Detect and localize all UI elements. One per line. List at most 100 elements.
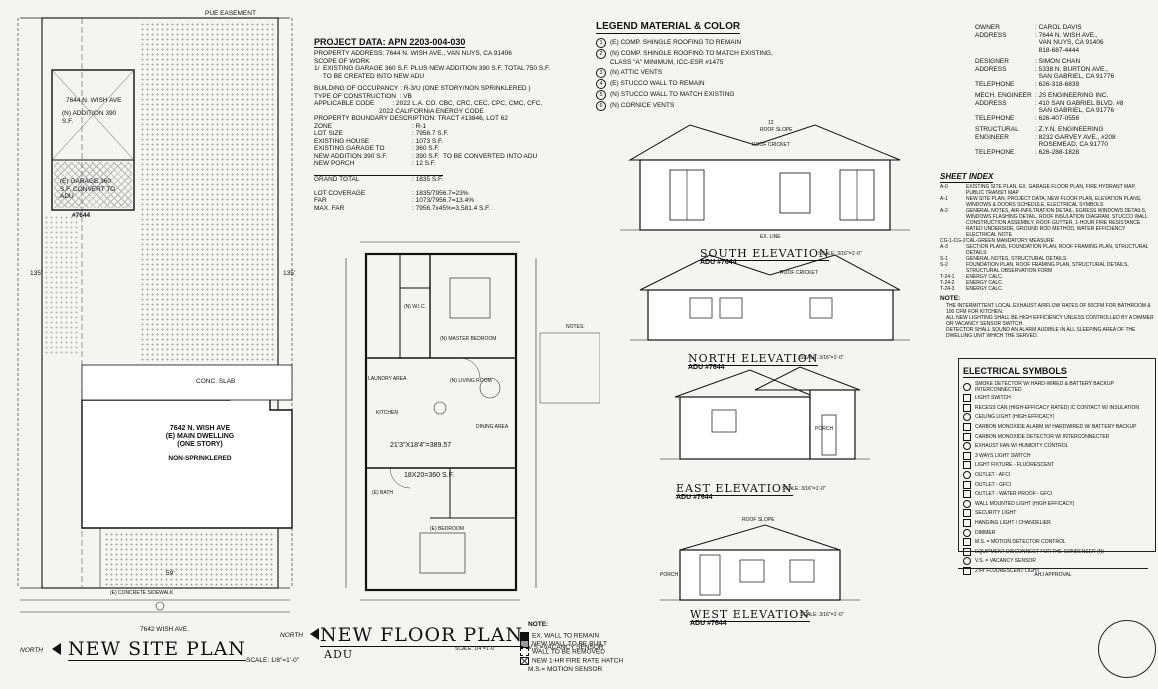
legend-text: CLASS "A" MINIMUM, ICC-ESR #1475 xyxy=(610,59,724,67)
coverage-label: FAR xyxy=(314,197,327,204)
west-elevation-scale: SCALE: 3/16"=1'-0" xyxy=(800,612,844,618)
approval-box: AHJ APPROVAL xyxy=(958,568,1148,649)
area-label: ZONE xyxy=(314,122,333,130)
electrical-label: M.S. = MOTION DETECTOR CONTROL xyxy=(975,539,1066,546)
dwelling-line-1: 7642 N. WISH AVE xyxy=(169,425,231,432)
electrical-item: OUTLET - AFCI xyxy=(963,470,1151,479)
legend-number: 3 xyxy=(596,67,606,78)
lawn-area-left xyxy=(44,215,80,355)
floor-dim-b: 18X20=360 S.F. xyxy=(404,472,455,479)
area-row: EXISTING GARAGE TO: 360 S.F. xyxy=(314,145,594,153)
contact-line: : 410 SAN GABRIEL BLVD. #8 xyxy=(1035,99,1124,107)
electrical-symbol-icon xyxy=(963,538,971,547)
contact-line: : SIMON CHAN xyxy=(1035,58,1081,65)
electrical-item: OUTLET - GFCI xyxy=(963,480,1151,489)
legend-number: 2 xyxy=(596,48,606,59)
electrical-symbol-icon xyxy=(963,518,971,527)
electrical-item: SMOKE DETECTOR W/ HARD-WIRED & BATTERY B… xyxy=(963,381,1151,393)
area-value: : 360 S.F. xyxy=(412,145,440,152)
contact-line: : 626-407-0556 xyxy=(1035,114,1080,122)
electrical-label: SECURITY LIGHT xyxy=(975,510,1017,517)
legend-number: 5 xyxy=(596,89,606,100)
contact-line: : Z.Y.N. ENGINEERING xyxy=(1035,126,1104,133)
electrical-label: 3 WAYS LIGHT SWITCH xyxy=(975,452,1031,459)
north-elevation-scale: SCALE: 3/16"=1'-0" xyxy=(800,355,844,361)
electrical-item: 3 WAYS LIGHT SWITCH xyxy=(963,451,1151,460)
electrical-symbol-icon xyxy=(963,442,971,451)
floor-plan: (N) MASTER BEDROOM (N) W.I.C. LAUNDRY AR… xyxy=(280,228,623,678)
contact-line: SAN GABRIEL, CA 91776 xyxy=(1035,107,1115,114)
project-line: SCOPE OF WORK xyxy=(314,57,370,65)
pue-easement: PUE EASEMENT xyxy=(205,10,256,17)
sidewalk-label: (E) CONCRETE SIDEWALK xyxy=(110,590,174,596)
sheet-note: ALL NEW LIGHTING SHALL BE HIGH EFFICIENC… xyxy=(946,314,1154,327)
contact-sub-text: ADDRESS xyxy=(975,99,1007,107)
sheet-description: CAL-GREEN MANDATORY MEASURE xyxy=(966,238,1054,244)
contact-role-text: TELEPHONE xyxy=(975,148,1015,156)
electrical-label: EQUIPMENT DISCONNECT FOR THE CONDENSER (… xyxy=(975,548,1104,555)
sheet-code: T-24-3 xyxy=(940,286,955,292)
coverage-value: : 7956.7x45%=3,581.4 S.F. xyxy=(412,204,491,212)
new-wall-icon xyxy=(520,640,529,649)
electrical-symbol-icon xyxy=(963,480,971,489)
electrical-item: EXHAUST FAN W/ HUMIDITY CONTROL xyxy=(963,442,1151,451)
room-e-bath: (E) BATH xyxy=(372,490,394,496)
main-dwelling-label: 7642 N. WISH AVE (E) MAIN DWELLING (ONE … xyxy=(140,425,260,463)
area-row: NEW PORCH: 12 S.F. xyxy=(314,160,594,168)
legend-item: 5(N) STUCCO WALL TO MATCH EXISTING xyxy=(596,89,846,100)
porch-label-west: PORCH xyxy=(660,572,679,578)
electrical-item: EQUIPMENT DISCONNECT FOR THE CONDENSER (… xyxy=(963,547,1151,556)
area-value: : 1835 S.F. xyxy=(412,175,444,183)
electrical-symbol-icon xyxy=(963,566,971,575)
contact-role-text: TELEPHONE xyxy=(975,80,1015,88)
south-elevation-title: SOUTH ELEVATION xyxy=(700,247,830,261)
electrical-symbol-icon xyxy=(963,403,971,412)
sheet-code: S-2 xyxy=(940,262,948,268)
area-row: ZONE: R-1 xyxy=(314,123,594,131)
contact-sub-text: ADDRESS xyxy=(975,65,1007,73)
roof-slope-label-west: ROOF SLOPE xyxy=(742,517,775,523)
electrical-item: WALL MOUNTED LIGHT (HIGH EFFICACY) xyxy=(963,499,1151,508)
sheet-note: THE INTERMITTENT LOCAL EXHAUST AIRFLOW R… xyxy=(946,302,1151,315)
legend-item: 6(N) CORNICE VENTS xyxy=(596,100,846,111)
sheet-code: T-24-1 xyxy=(940,274,955,280)
sheet-description: ENERGY CALC. xyxy=(966,286,1004,292)
roof-cricket-label: ROOF CRICKET xyxy=(752,142,790,148)
contact-line: : 5338 N. BURTON AVE., xyxy=(1035,65,1108,73)
contact-role-text: DESIGNER xyxy=(975,58,1009,65)
east-elevation-scale: SCALE: 3/16"=1'-0" xyxy=(782,486,826,492)
sheet-code: S-1 xyxy=(940,256,948,262)
area-note: TO BE CONVERTED INTO ADU xyxy=(442,152,538,160)
approval-label: AHJ APPROVAL xyxy=(1034,572,1072,578)
dim-135-left: 135' xyxy=(30,270,43,277)
electrical-item: 2'x4' FLUORESCENT LIGHT xyxy=(963,566,1151,575)
electrical-item: CARBON MONOXIDE ALARM W/ HARDWIRED W/ BA… xyxy=(963,422,1151,431)
roof-cricket-label-north: ROOF CRICKET xyxy=(780,270,818,276)
dim-59: 59' xyxy=(166,570,175,577)
sheet-code: A-1 xyxy=(940,196,948,202)
electrical-symbol-icon xyxy=(963,394,971,403)
contact-line: : 626-288-1828 xyxy=(1035,148,1080,156)
wall-legend-item: NEW 1-HR FIRE RATE HATCH xyxy=(520,656,640,665)
contact-line: : 7644 N. WISH AVE., xyxy=(1035,31,1098,39)
electrical-item: RECESS CAN (HIGH-EFFICACY RATED) IC CONT… xyxy=(963,403,1151,412)
electrical-label: V.S. = VACANCY SENSOR xyxy=(975,558,1036,565)
site-north-label: NORTH xyxy=(20,647,43,654)
sheet-note: DETECTOR SHALL SOUND AN ALARM AUDIBLE IN… xyxy=(946,326,1136,339)
legend-text: (N) CORNICE VENTS xyxy=(610,101,675,109)
area-label: EXISTING HOUSE xyxy=(314,137,370,145)
legend-item: 1(E) COMP. SHINGLE ROOFING TO REMAIN xyxy=(596,37,846,48)
electrical-symbol-icon xyxy=(963,470,971,479)
area-label: NEW ADDITION 390 S.F. xyxy=(314,152,388,160)
contact-line: SAN GABRIEL, CA 91776 xyxy=(1035,73,1115,80)
wall-legend-label: EX. WALL TO REMAIN xyxy=(532,632,600,640)
removed-wall-icon xyxy=(520,648,529,657)
